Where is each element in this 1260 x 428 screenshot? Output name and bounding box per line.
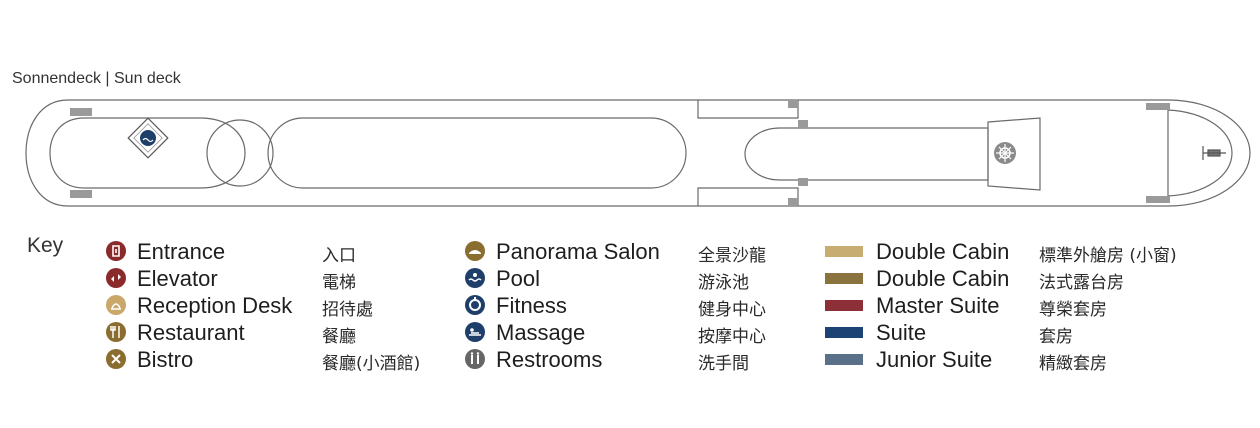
legend-item: Pool 游泳池 <box>465 265 805 293</box>
cabin-swatch <box>825 246 863 257</box>
legend-item: Double Cabin 標準外艙房 (小窗) <box>825 238 1245 266</box>
entrance-icon <box>106 241 126 261</box>
reception-icon <box>106 295 126 315</box>
legend-item: Junior Suite 精緻套房 <box>825 346 1245 374</box>
legend-item: Restaurant 餐廳 <box>106 319 446 347</box>
hull-inner-line <box>1167 109 1233 197</box>
legend-item: Reception Desk 招待處 <box>106 292 446 320</box>
cabin-swatch <box>825 354 863 365</box>
legend-item: Bistro 餐廳(小酒館) <box>106 346 446 374</box>
fitness-icon <box>465 295 485 315</box>
legend-item: Massage 按摩中心 <box>465 319 805 347</box>
mid-section-line <box>697 100 799 119</box>
legend-item: Restrooms 洗手間 <box>465 346 805 374</box>
bistro-icon <box>106 349 126 369</box>
hull-outline <box>25 99 1251 207</box>
legend-item: Master Suite 尊榮套房 <box>825 292 1245 320</box>
legend-item: Double Cabin 法式露台房 <box>825 265 1245 293</box>
mid-section-line-bottom <box>697 187 799 206</box>
bow-fitting-icon <box>1202 146 1226 160</box>
massage-icon <box>465 322 485 342</box>
pool-deck-icon <box>127 117 169 159</box>
legend-item: Suite 套房 <box>825 319 1245 347</box>
restaurant-icon <box>106 322 126 342</box>
panorama-salon-icon <box>465 241 485 261</box>
pool-icon <box>465 268 485 288</box>
cabin-swatch <box>825 300 863 311</box>
forward-deck-area <box>744 127 989 181</box>
wheelhouse <box>987 117 1041 191</box>
legend-amenities-left: Entrance 入口 Elevator 電梯 Reception Desk 招… <box>106 238 446 374</box>
deck-title: Sonnendeck | Sun deck <box>12 70 181 87</box>
long-deck-area <box>267 117 687 189</box>
deck-plan <box>25 99 1251 207</box>
stern-deck-area <box>49 117 246 189</box>
deck-circle <box>206 119 274 187</box>
legend-item: Fitness 健身中心 <box>465 292 805 320</box>
legend-cabins: Double Cabin 標準外艙房 (小窗) Double Cabin 法式露… <box>825 238 1245 374</box>
helm-icon <box>994 142 1016 164</box>
elevator-icon <box>106 268 126 288</box>
legend-item: Elevator 電梯 <box>106 265 446 293</box>
key-title: Key <box>27 234 64 257</box>
legend-amenities-right: Panorama Salon 全景沙龍 Pool 游泳池 Fitness 健身中… <box>465 238 805 374</box>
restrooms-icon <box>465 349 485 369</box>
legend-item: Panorama Salon 全景沙龍 <box>465 238 805 266</box>
legend-item: Entrance 入口 <box>106 238 446 266</box>
cabin-swatch <box>825 327 863 338</box>
cabin-swatch <box>825 273 863 284</box>
